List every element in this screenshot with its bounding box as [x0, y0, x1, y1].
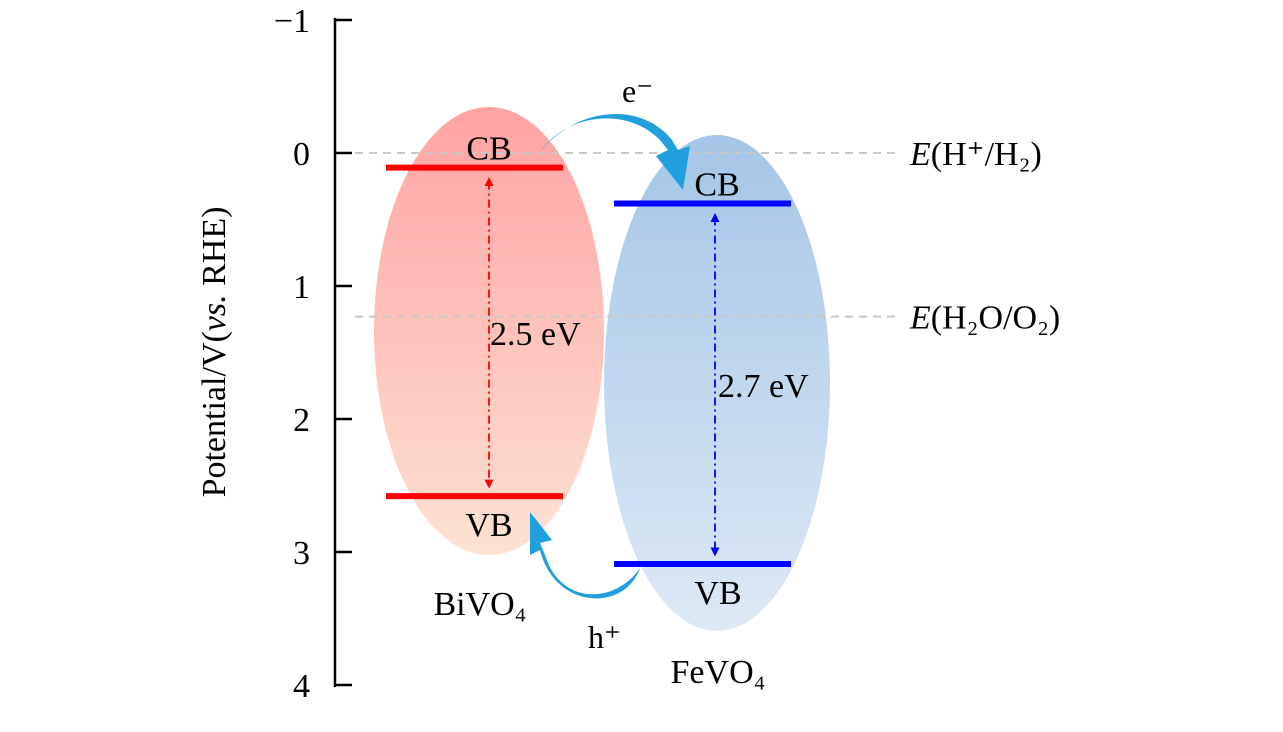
vb-label: VB: [694, 575, 741, 612]
electron-label: e⁻: [622, 73, 653, 109]
material-label: BiVO₄: [433, 586, 526, 623]
y-tick-label: 0: [293, 136, 310, 173]
vb-label: VB: [465, 507, 512, 544]
y-tick-label: 4: [293, 668, 310, 705]
band-gap-label: 2.7 eV: [718, 368, 809, 405]
reference-label: E(H₂O/O₂): [909, 300, 1060, 337]
material-label: FeVO₄: [671, 654, 766, 691]
cb-label: CB: [466, 131, 511, 168]
reference-label: E(H⁺/H₂): [909, 136, 1042, 173]
y-tick-label: 2: [293, 402, 310, 439]
band-gap-label: 2.5 eV: [490, 316, 581, 353]
y-axis-label: Potential/V(vs. RHE): [196, 207, 233, 498]
y-tick-label: 3: [293, 535, 310, 572]
hole-label: h⁺: [588, 619, 621, 655]
y-tick-label: −1: [274, 3, 310, 40]
cb-label: CB: [694, 167, 739, 204]
y-tick-label: 1: [293, 269, 310, 306]
electron-transfer-arrow: [540, 114, 690, 190]
